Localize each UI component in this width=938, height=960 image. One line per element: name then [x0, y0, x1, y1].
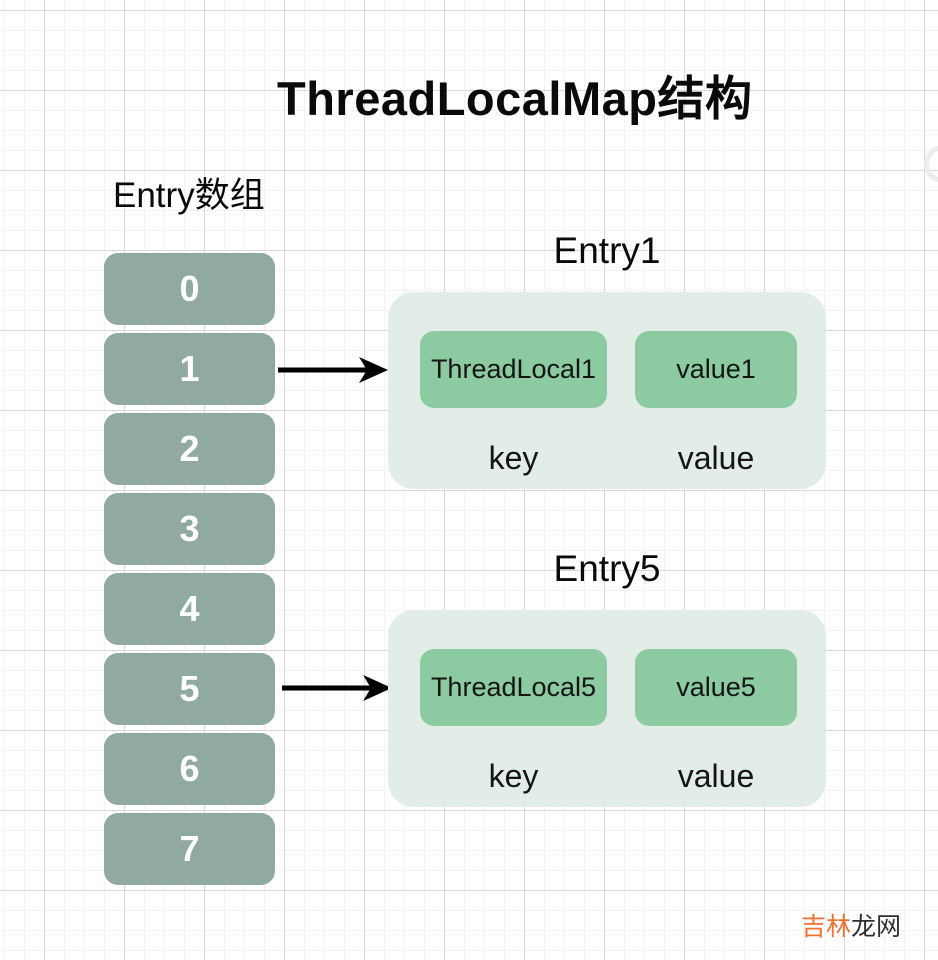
array-slot-1: 1 [104, 333, 275, 405]
entry1-key-label: key [488, 440, 539, 476]
array-slot-3: 3 [104, 493, 275, 565]
array-slot-5: 5 [104, 653, 275, 725]
arrow-slot1-to-entry1-icon [278, 357, 388, 383]
faint-circle-watermark-icon [924, 145, 938, 183]
site-watermark-rest: 龙网 [851, 913, 902, 941]
entry5-value-label: value [677, 758, 755, 794]
array-slot-4: 4 [104, 573, 275, 645]
array-slot-2: 2 [104, 413, 275, 485]
arrow-slot5-to-entry5-icon [282, 675, 392, 701]
array-slot-0: 0 [104, 253, 275, 325]
site-watermark-highlight: 吉林 [801, 913, 852, 941]
entry5-card: ThreadLocal5 value5 key value [388, 610, 826, 807]
entry1-key-box: ThreadLocal1 [420, 331, 607, 408]
array-label: Entry数组 [113, 176, 265, 215]
entry1-title: Entry1 [553, 230, 661, 271]
array-slot-7: 7 [104, 813, 275, 885]
entry5-title: Entry5 [553, 548, 661, 589]
entry5-key-box: ThreadLocal5 [420, 649, 607, 726]
entry5-key-label: key [488, 758, 539, 794]
entry1-value-label: value [677, 440, 755, 476]
site-watermark: 吉林龙网 [801, 907, 901, 943]
entry1-card: ThreadLocal1 value1 key value [388, 292, 826, 489]
array-slot-6: 6 [104, 733, 275, 805]
entry5-value-box: value5 [635, 649, 797, 726]
page-title: ThreadLocalMap结构 [277, 72, 753, 125]
entry1-value-box: value1 [635, 331, 797, 408]
